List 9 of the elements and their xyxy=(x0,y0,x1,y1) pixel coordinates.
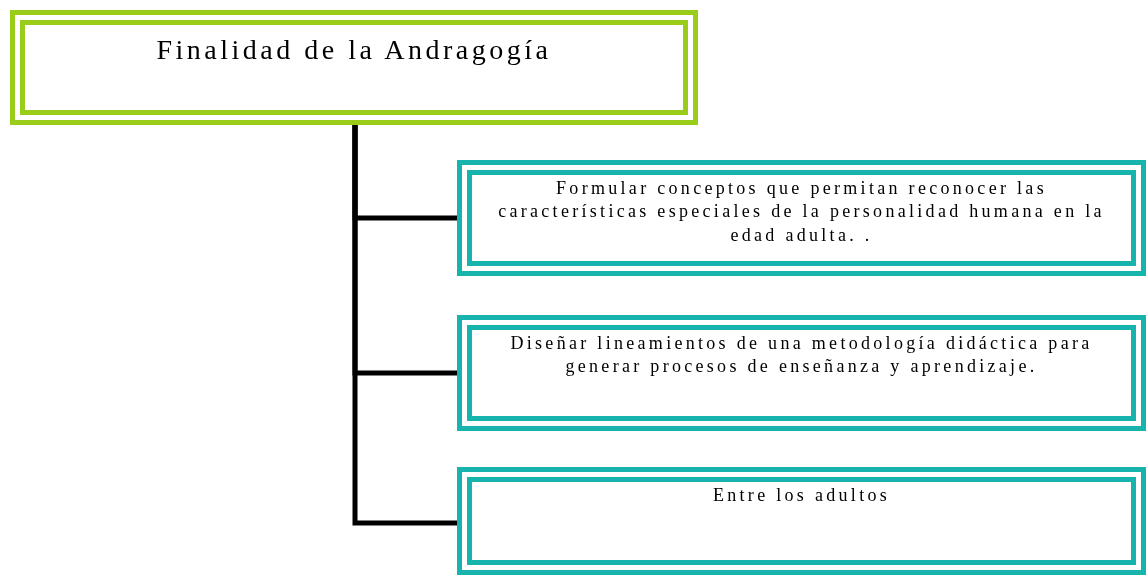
connector-line xyxy=(352,125,457,526)
text-box xyxy=(457,160,1146,276)
title-text: Finalidad de la Andragogía xyxy=(155,33,553,67)
text-box xyxy=(457,315,1146,431)
box-text: Entre los adultos xyxy=(711,484,892,507)
box-text: Formular conceptos que permitan reconocer las características especiales de la personalidad humana en la edad adulta. . xyxy=(497,177,1106,247)
text-box xyxy=(457,467,1146,575)
title-box xyxy=(10,10,698,125)
box-text: Diseñar lineamientos de una metodología didáctica para generar procesos de enseñanza y aprendizaje. xyxy=(509,332,1094,379)
